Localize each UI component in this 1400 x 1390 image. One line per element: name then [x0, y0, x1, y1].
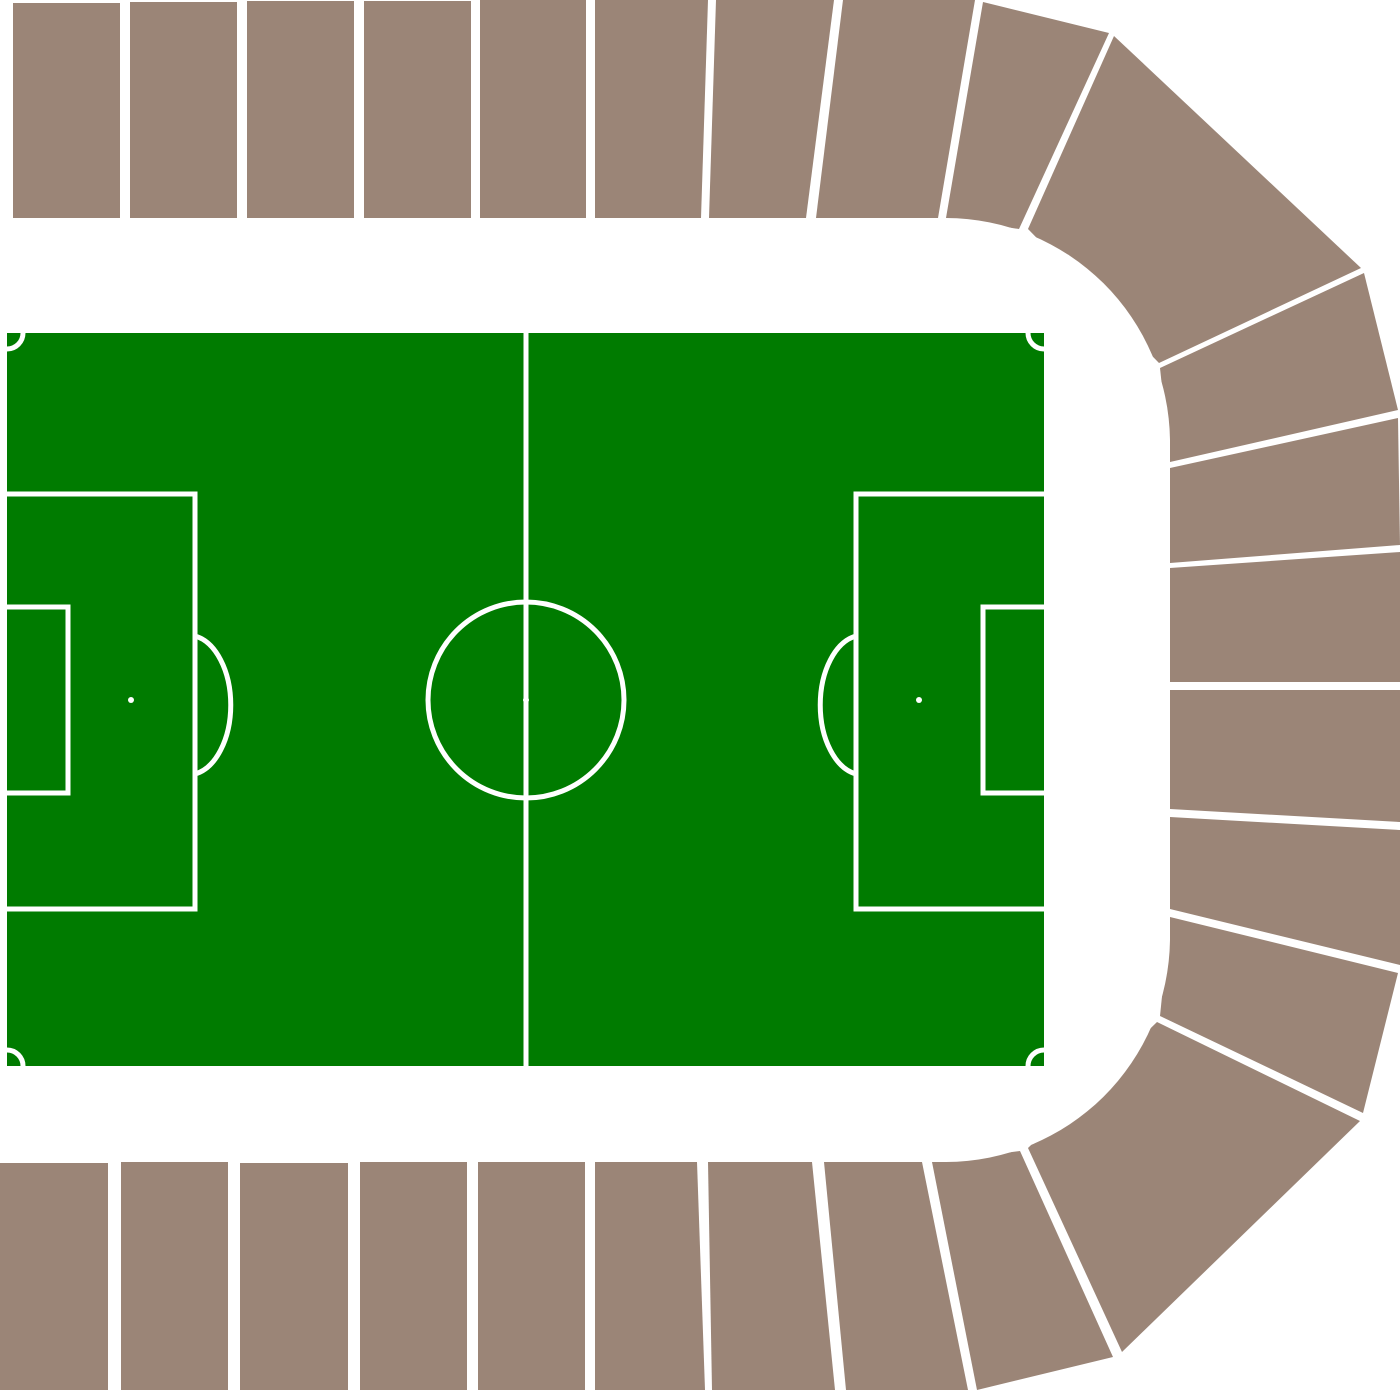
south-stand-section-5[interactable]	[478, 1162, 585, 1390]
north-stand-section-4[interactable]	[364, 1, 471, 219]
north-stand-section-8[interactable]	[816, 0, 975, 218]
south-stand-section-4[interactable]	[360, 1162, 467, 1390]
penalty-spot-left	[128, 697, 134, 703]
east-curve-section-3[interactable]	[1170, 418, 1400, 563]
north-stand-section-5[interactable]	[480, 0, 586, 218]
south-stand-section-6[interactable]	[595, 1162, 705, 1390]
football-pitch	[6, 332, 1045, 1067]
penalty-area-left	[7, 491, 198, 912]
corner-arc-bottom-left	[6, 1047, 26, 1067]
south-stand-section-7[interactable]	[708, 1162, 835, 1390]
penalty-area-right	[853, 491, 1044, 912]
goal-area-left	[7, 604, 71, 796]
goal-area-right	[980, 604, 1044, 796]
east-curve-section-5[interactable]	[1170, 690, 1400, 822]
north-stand-section-3[interactable]	[247, 1, 354, 220]
south-stand-section-2[interactable]	[121, 1162, 228, 1390]
east-curve-section-6[interactable]	[1170, 817, 1400, 965]
north-stand-section-9[interactable]	[946, 2, 1109, 229]
penalty-arc-right	[817, 633, 857, 777]
corner-arc-bottom-right	[1025, 1047, 1045, 1067]
south-stand-section-8[interactable]	[824, 1162, 968, 1390]
north-stand-section-7[interactable]	[709, 0, 834, 218]
east-curve-section-2[interactable]	[1160, 273, 1398, 462]
south-stand-section-1[interactable]	[0, 1163, 108, 1390]
east-curve-section-7[interactable]	[1160, 917, 1398, 1113]
north-stand-section-2[interactable]	[130, 2, 237, 220]
east-curve-section-8[interactable]	[1028, 1022, 1360, 1352]
east-curve-section-1[interactable]	[1028, 36, 1361, 363]
corner-arc-top-left	[6, 332, 26, 352]
north-stand-section-6[interactable]	[595, 0, 708, 218]
center-spot	[523, 697, 529, 703]
south-stand-section-3[interactable]	[240, 1163, 348, 1390]
south-stand-section-9[interactable]	[932, 1151, 1113, 1390]
north-stand-section-1[interactable]	[13, 3, 120, 221]
penalty-arc-left	[194, 633, 234, 777]
east-curve-section-4[interactable]	[1170, 552, 1400, 682]
penalty-spot-right	[916, 697, 922, 703]
center-circle	[425, 599, 627, 801]
corner-arc-top-right	[1025, 332, 1045, 352]
